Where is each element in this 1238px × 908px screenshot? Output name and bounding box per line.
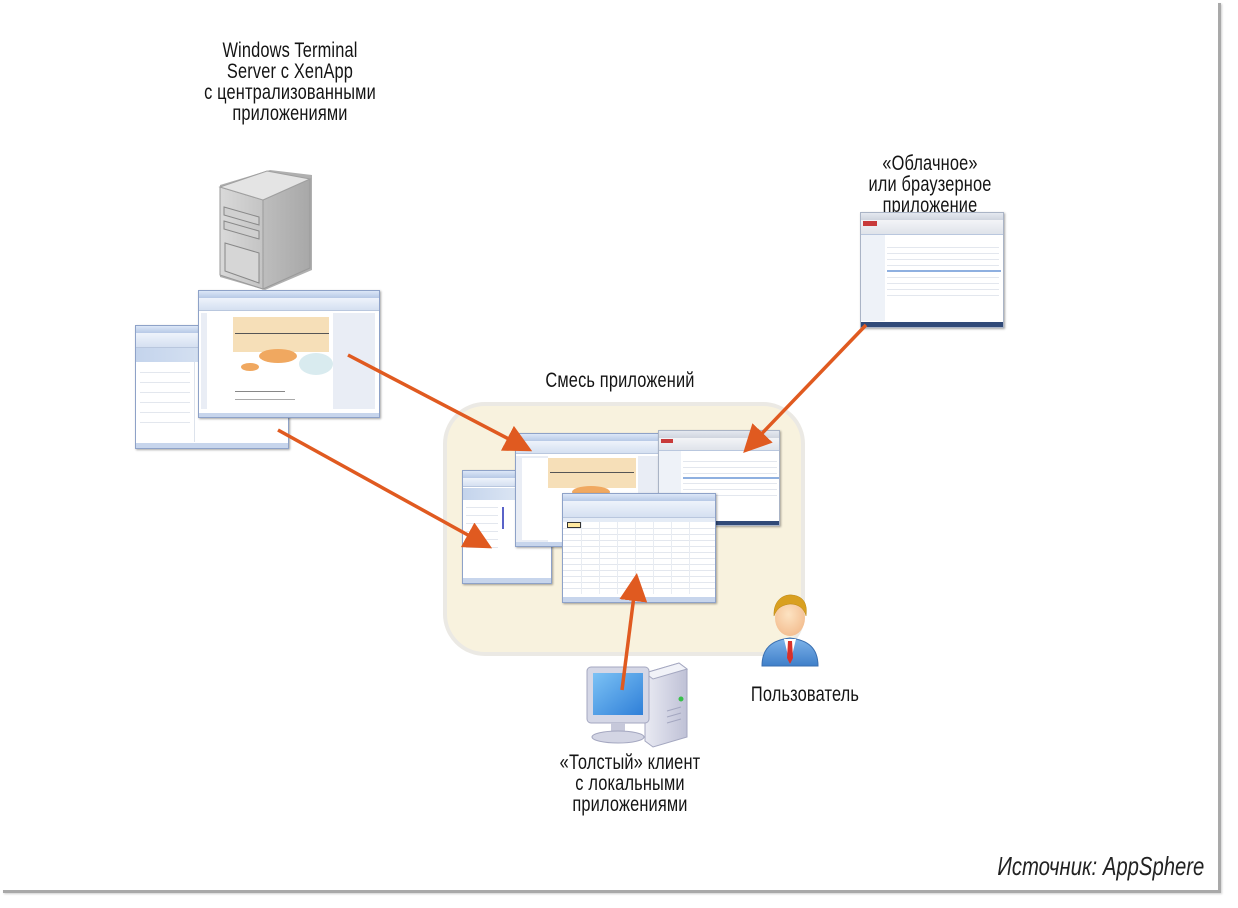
desktop-computer-icon (583, 653, 693, 748)
server-label-line-1: Windows Terminal (222, 39, 358, 62)
user-label: Пользователь (750, 683, 860, 706)
server-label-line-2: Server с XenApp (226, 60, 354, 83)
cloud-label-line-2: или браузерное (868, 173, 992, 196)
thick-client-label-line-3: приложениями (572, 793, 688, 816)
thick-client-label: «Толстый» клиент с локальными приложения… (536, 752, 723, 815)
mix-label: Смесь приложений (545, 369, 695, 392)
user-avatar-icon (758, 592, 822, 668)
server-label-line-4: приложениями (232, 102, 348, 125)
cloud-app-label: «Облачное» или браузерное приложение (840, 153, 1019, 216)
thick-client-label-line-1: «Толстый» клиент (559, 751, 701, 774)
server-label-line-3: с централизованными (204, 81, 376, 104)
server-tower-icon (215, 165, 315, 295)
server-label: Windows Terminal Server с XenApp с центр… (173, 40, 407, 124)
excel-window-mix (562, 493, 716, 603)
cloud-label-line-1: «Облачное» (882, 152, 978, 175)
cloud-label-line-3: приложение (882, 194, 978, 217)
word-window-server (198, 290, 380, 418)
source-caption: Источник: AppSphere (997, 851, 1204, 881)
thick-client-label-line-2: с локальными (575, 772, 685, 795)
cloud-app-window (860, 212, 1004, 328)
